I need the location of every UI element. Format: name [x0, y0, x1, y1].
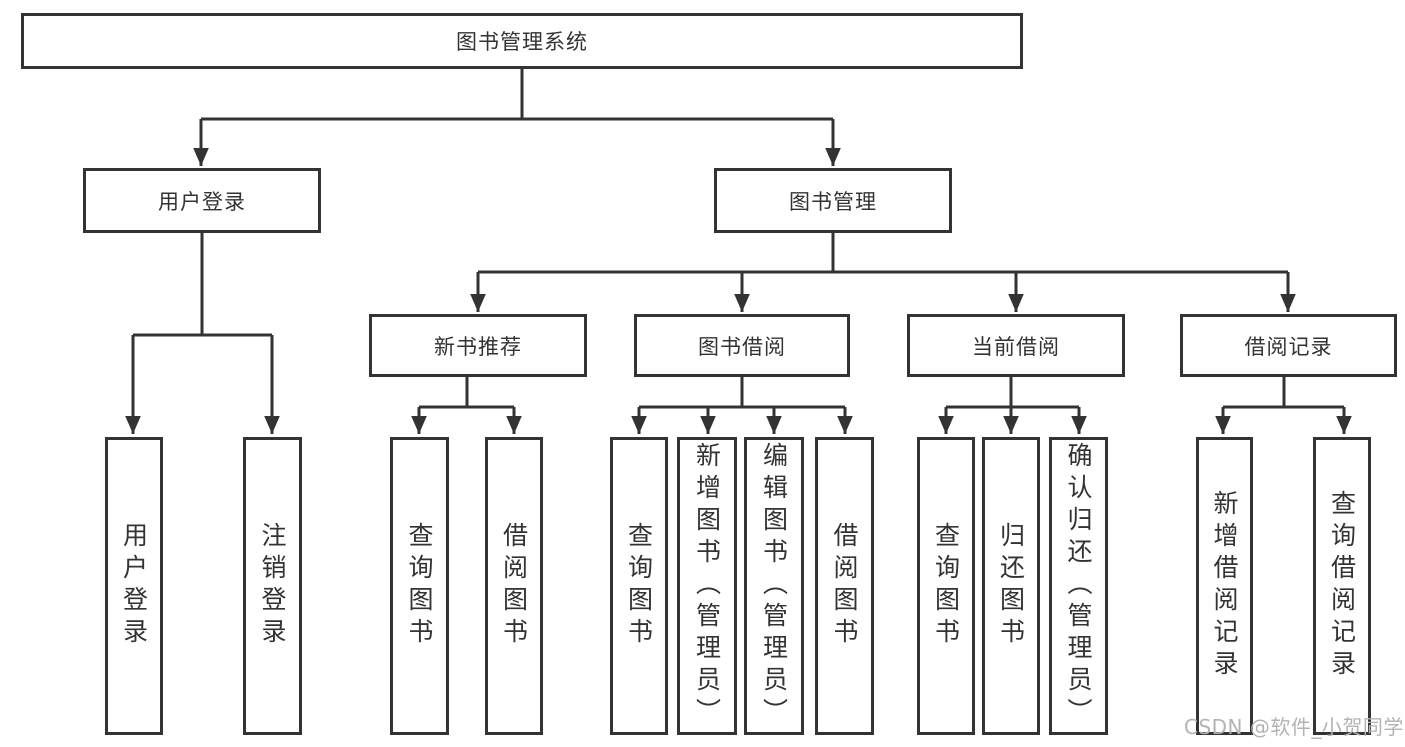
leaf-bb-edit-book-admin: 编辑图书（管理员）	[744, 437, 804, 735]
leaf-cb-confirm-return-admin: 确认归还（管理员）	[1049, 437, 1108, 735]
leaf-nb-query-book: 查询图书	[390, 437, 449, 735]
node-borrow-records: 借阅记录	[1180, 314, 1397, 377]
node-current-borrow: 当前借阅	[907, 314, 1125, 377]
node-library-system: 图书管理系统	[21, 13, 1023, 69]
leaf-logout-login: 注销登录	[243, 437, 302, 735]
leaf-br-add-record: 新增借阅记录	[1196, 437, 1253, 735]
leaf-user-login: 用户登录	[105, 437, 163, 735]
node-book-borrow: 图书借阅	[634, 314, 850, 377]
node-book-management: 图书管理	[714, 168, 952, 233]
csdn-watermark: CSDN @软件_小贺同学	[1184, 715, 1404, 739]
node-user-login: 用户登录	[83, 168, 321, 233]
leaf-bb-borrow-book: 借阅图书	[815, 437, 874, 735]
node-new-book-recommend: 新书推荐	[369, 314, 587, 377]
leaf-bb-query-book: 查询图书	[610, 437, 668, 735]
leaf-cb-query-book: 查询图书	[917, 437, 975, 735]
leaf-nb-borrow-book: 借阅图书	[485, 437, 543, 735]
leaf-cb-return-book: 归还图书	[982, 437, 1040, 735]
leaf-br-query-record: 查询借阅记录	[1313, 437, 1371, 735]
leaf-bb-add-book-admin: 新增图书（管理员）	[677, 437, 737, 735]
